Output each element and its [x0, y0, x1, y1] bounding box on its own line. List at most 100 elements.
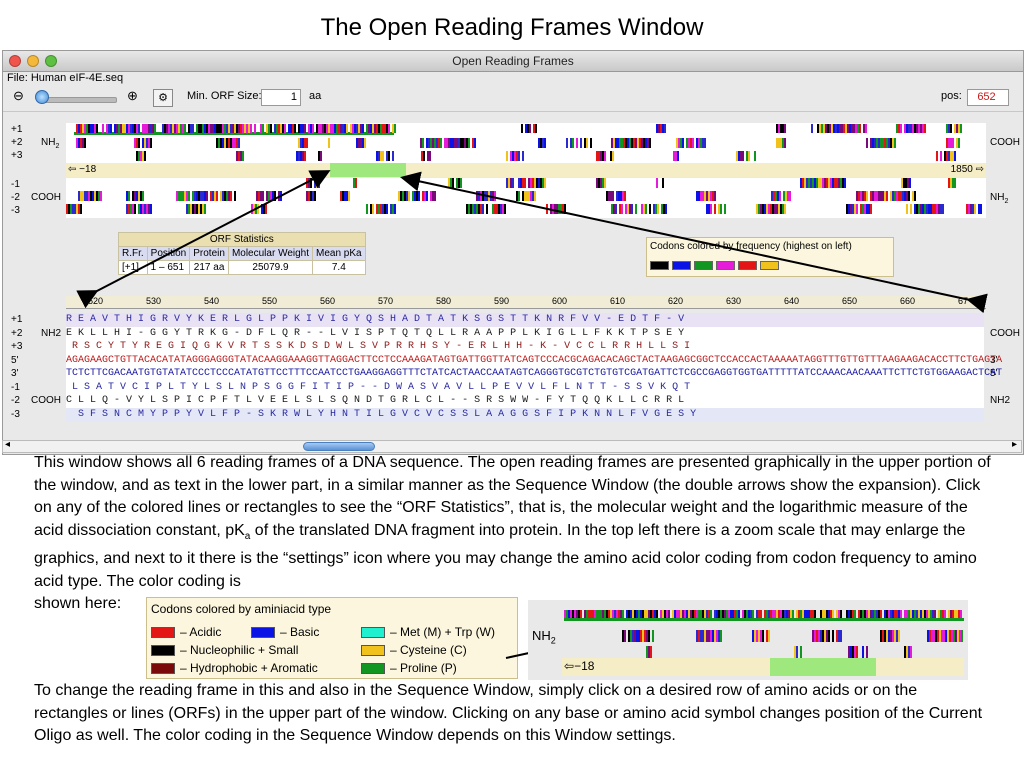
orf-segment[interactable]: [756, 630, 758, 642]
orf-segment[interactable]: [645, 204, 647, 214]
orf-segment[interactable]: [304, 124, 306, 133]
orf-segment[interactable]: [490, 191, 492, 201]
orf-segment[interactable]: [212, 191, 214, 201]
orf-segment[interactable]: [528, 191, 530, 201]
orf-segment[interactable]: [847, 124, 849, 133]
orf-segment[interactable]: [222, 138, 224, 148]
orf-segment[interactable]: [86, 124, 88, 133]
orf-segment[interactable]: [612, 610, 614, 618]
orf-segment[interactable]: [811, 124, 813, 133]
orf-segment[interactable]: [522, 178, 524, 188]
orf-segment[interactable]: [920, 124, 922, 133]
orf-segment[interactable]: [378, 204, 380, 214]
orf-segment[interactable]: [640, 630, 642, 642]
sequence-frame-label[interactable]: 5': [11, 354, 19, 366]
orf-segment[interactable]: [600, 178, 602, 188]
orf-segment[interactable]: [898, 191, 900, 201]
orf-segment[interactable]: [372, 204, 374, 214]
orf-segment[interactable]: [714, 630, 716, 642]
orf-segment[interactable]: [698, 138, 700, 148]
orf-segment[interactable]: [665, 204, 667, 214]
orf-segment[interactable]: [916, 204, 918, 214]
orf-segment[interactable]: [830, 610, 832, 618]
orf-segment[interactable]: [230, 138, 232, 148]
orf-segment[interactable]: [366, 204, 368, 214]
orf-segment[interactable]: [817, 124, 819, 133]
orf-segment[interactable]: [224, 124, 226, 133]
orf-segment[interactable]: [838, 630, 840, 642]
orf-segment[interactable]: [138, 151, 140, 161]
orf-segment[interactable]: [448, 178, 450, 188]
orf-segment[interactable]: [615, 204, 617, 214]
orf-segment[interactable]: [564, 610, 566, 618]
orf-segment[interactable]: [910, 610, 912, 618]
orf-segment[interactable]: [648, 630, 650, 642]
orf-segment[interactable]: [596, 178, 598, 188]
orf-segment[interactable]: [756, 610, 758, 618]
orf-segment[interactable]: [864, 610, 866, 618]
orf-segment[interactable]: [762, 204, 764, 214]
orf-segment[interactable]: [648, 646, 650, 658]
orf-segment[interactable]: [602, 610, 604, 618]
orf-segment[interactable]: [910, 124, 912, 133]
orf-segment[interactable]: [645, 138, 647, 148]
orf-segment[interactable]: [394, 204, 396, 214]
orf-segment[interactable]: [253, 204, 255, 214]
orf-segment[interactable]: [938, 204, 940, 214]
orf-segment[interactable]: [230, 124, 232, 133]
orf-segment[interactable]: [862, 191, 864, 201]
orf-segment[interactable]: [500, 204, 502, 214]
orf-segment[interactable]: [552, 204, 554, 214]
orf-segment[interactable]: [808, 178, 810, 188]
orf-segment[interactable]: [652, 630, 654, 642]
orf-segment[interactable]: [644, 610, 646, 618]
orf-segment[interactable]: [872, 191, 874, 201]
orf-segment[interactable]: [136, 191, 138, 201]
orf-segment[interactable]: [635, 204, 637, 214]
orf-segment[interactable]: [764, 610, 766, 618]
orf-segment[interactable]: [692, 610, 694, 618]
orf-segment[interactable]: [314, 178, 316, 188]
orf-segment[interactable]: [298, 124, 300, 133]
orf-segment[interactable]: [866, 610, 868, 618]
sequence-position-band[interactable]: ⇦ −18 1850 ⇨: [66, 163, 986, 177]
orf-segment[interactable]: [884, 138, 886, 148]
orf-segment[interactable]: [978, 204, 980, 214]
orf-segment[interactable]: [186, 204, 188, 214]
orf-segment[interactable]: [602, 151, 604, 161]
orf-segment[interactable]: [620, 610, 622, 618]
orf-segment[interactable]: [866, 191, 868, 201]
orf-segment[interactable]: [866, 204, 868, 214]
orf-segment[interactable]: [840, 610, 842, 618]
orf-segment[interactable]: [204, 124, 206, 133]
orf-segment[interactable]: [148, 124, 150, 133]
orf-segment[interactable]: [953, 630, 955, 642]
orf-segment[interactable]: [714, 191, 716, 201]
orf-segment[interactable]: [142, 191, 144, 201]
orf-segment[interactable]: [623, 138, 625, 148]
orf-segment[interactable]: [866, 138, 868, 148]
orf-segment[interactable]: [560, 204, 562, 214]
orf-segment[interactable]: [792, 610, 794, 618]
orf-segment[interactable]: [936, 204, 938, 214]
orf-segment[interactable]: [776, 204, 778, 214]
orf-segment[interactable]: [859, 124, 861, 133]
orf-segment[interactable]: [782, 204, 784, 214]
orf-segment[interactable]: [706, 630, 708, 642]
orf-segment[interactable]: [138, 138, 140, 148]
orf-segment[interactable]: [478, 191, 480, 201]
orf-segment[interactable]: [776, 138, 778, 148]
orf-segment[interactable]: [648, 610, 650, 618]
orf-segment[interactable]: [272, 191, 274, 201]
orf-segment[interactable]: [462, 138, 464, 148]
orf-segment[interactable]: [482, 204, 484, 214]
orf-segment[interactable]: [376, 151, 378, 161]
orf-segment[interactable]: [956, 124, 958, 133]
orf-segment[interactable]: [380, 151, 382, 161]
orf-segment[interactable]: [274, 124, 276, 133]
orf-segment[interactable]: [855, 124, 857, 133]
orf-segment[interactable]: [586, 138, 588, 148]
orf-segment[interactable]: [852, 646, 854, 658]
orf-segment[interactable]: [300, 124, 302, 133]
orf-segment[interactable]: [570, 610, 572, 618]
